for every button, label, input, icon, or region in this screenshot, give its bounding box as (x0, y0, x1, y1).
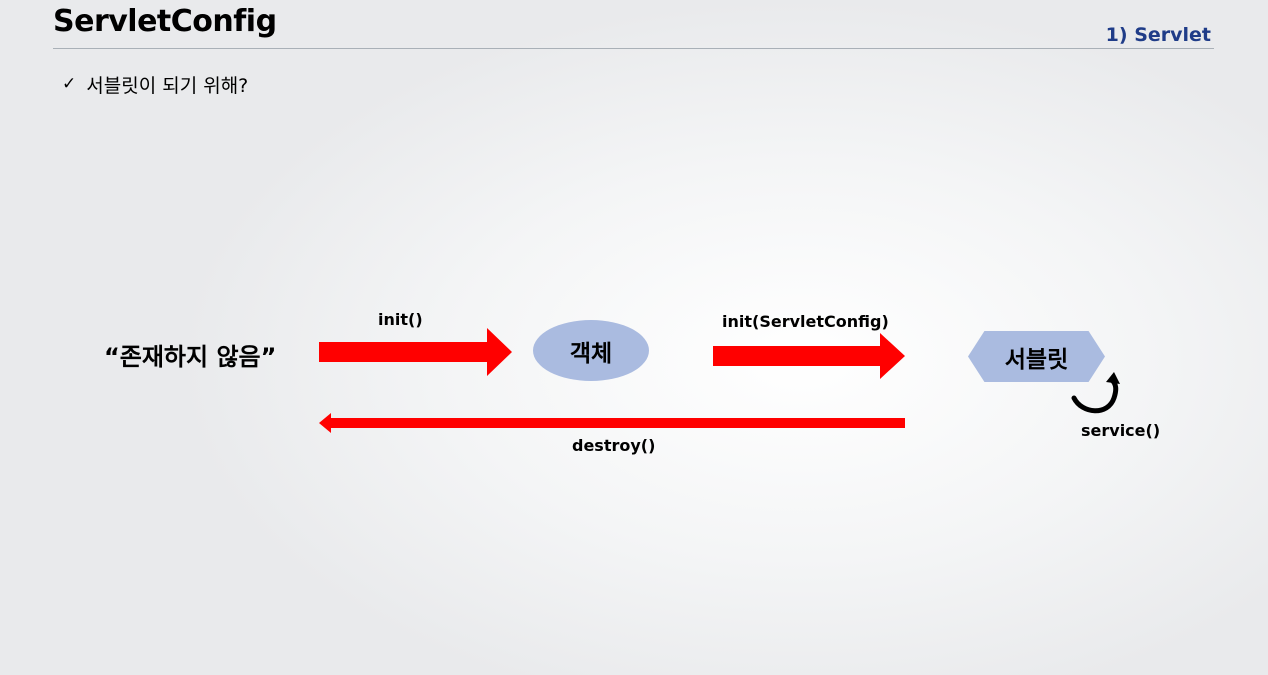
title-divider (53, 48, 1214, 49)
servlet-node: 서블릿 (968, 331, 1105, 382)
init-config-arrow (713, 333, 905, 379)
service-label: service() (1081, 421, 1161, 440)
check-icon: ✓ (62, 74, 77, 94)
bullet-item: ✓ 서블릿이 되기 위해? (62, 71, 248, 98)
start-state-label: “존재하지 않음” (104, 343, 277, 371)
bullet-text: 서블릿이 되기 위해? (86, 75, 249, 97)
destroy-label: destroy() (572, 436, 656, 455)
init-label: init() (378, 310, 423, 329)
object-node-label: 객체 (569, 340, 613, 367)
destroy-arrow (319, 413, 905, 433)
object-node: 객체 (533, 320, 649, 381)
servlet-node-label: 서블릿 (1004, 346, 1069, 373)
section-tag: 1) Servlet (1105, 24, 1211, 46)
init-arrow (319, 328, 512, 376)
page-title: ServletConfig (53, 4, 277, 39)
init-config-label: init(ServletConfig) (722, 312, 889, 331)
service-loop-icon (1071, 372, 1120, 414)
